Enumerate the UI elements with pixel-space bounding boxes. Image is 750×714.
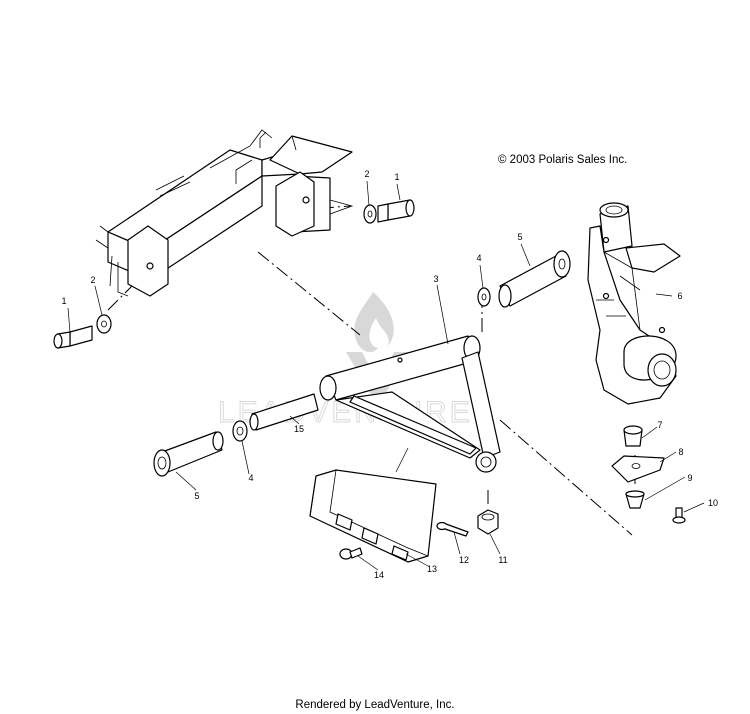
ball-joint-boot bbox=[625, 490, 645, 509]
bolt-upper bbox=[377, 199, 415, 223]
callout-bolt-left: 1 bbox=[61, 296, 66, 306]
callout-a-arm: 3 bbox=[433, 274, 438, 284]
callout-washer-upper: 2 bbox=[364, 169, 369, 179]
frame-rail bbox=[95, 129, 354, 297]
bushing-upper bbox=[498, 250, 571, 308]
callouts: 1 2 2 1 3 4 5 6 4 5 15 7 8 9 10 11 12 13… bbox=[61, 169, 718, 580]
callout-ball-joint-stud: 7 bbox=[657, 420, 662, 430]
callout-ball-joint-boot: 9 bbox=[687, 473, 692, 483]
callout-bushing-upper: 5 bbox=[517, 232, 522, 242]
callout-ball-joint-plate: 8 bbox=[678, 447, 683, 457]
ball-joint-stud bbox=[623, 425, 643, 447]
callout-bushing-lower: 5 bbox=[194, 491, 199, 501]
screw bbox=[339, 547, 363, 560]
bolt-left bbox=[53, 325, 93, 349]
bushing-washer-lower bbox=[232, 420, 248, 442]
callout-cotter-pin: 12 bbox=[459, 555, 469, 565]
washer-upper bbox=[363, 204, 377, 224]
guard bbox=[309, 469, 437, 563]
callout-screw: 14 bbox=[374, 570, 384, 580]
bushing-lower bbox=[153, 431, 224, 477]
callout-rivet: 10 bbox=[708, 498, 718, 508]
rivet bbox=[672, 507, 686, 524]
spindle bbox=[587, 202, 681, 405]
callout-bolt-upper: 1 bbox=[394, 172, 399, 182]
washer-left bbox=[96, 314, 112, 334]
callout-guard: 13 bbox=[427, 564, 437, 574]
callout-bushing-washer-lower: 4 bbox=[248, 473, 253, 483]
footer-text: Rendered by LeadVenture, Inc. bbox=[295, 699, 454, 711]
leader-lines bbox=[67, 180, 705, 571]
callout-nut: 11 bbox=[498, 555, 507, 565]
bushing-washer-upper bbox=[477, 287, 491, 307]
callout-sleeve: 15 bbox=[294, 424, 304, 434]
callout-bushing-washer-upper: 4 bbox=[476, 253, 481, 263]
ball-joint-plate bbox=[611, 455, 665, 483]
callout-spindle: 6 bbox=[677, 291, 682, 301]
nut bbox=[477, 509, 499, 535]
callout-washer-left: 2 bbox=[90, 275, 95, 285]
copyright-text: © 2003 Polaris Sales Inc. bbox=[498, 154, 627, 166]
cotter-pin bbox=[436, 521, 469, 537]
sleeve bbox=[249, 393, 319, 431]
a-arm bbox=[319, 335, 501, 473]
